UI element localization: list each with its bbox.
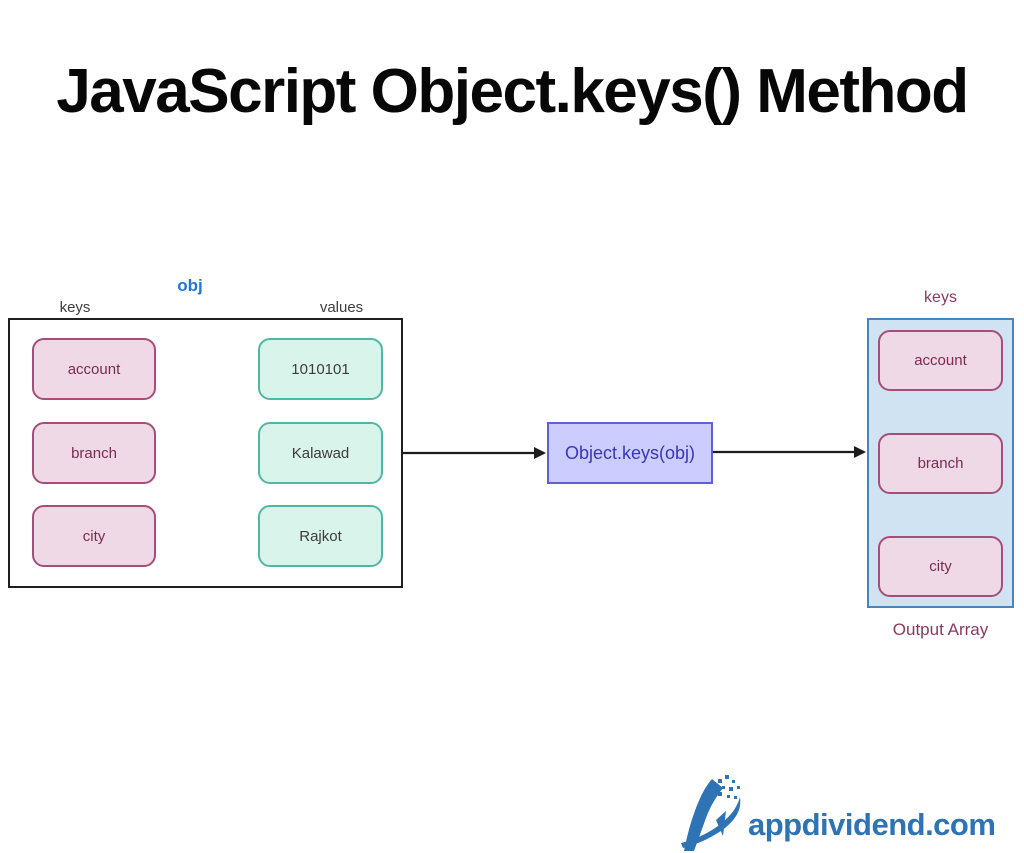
key-box-account: account: [32, 338, 156, 400]
value-box-account: 1010101: [258, 338, 383, 400]
values-column-label: values: [319, 299, 364, 316]
key-box-branch: branch: [32, 422, 156, 484]
value-box-city: Rajkot: [258, 505, 383, 567]
output-keys-label: keys: [924, 289, 957, 306]
brand-watermark: appdividend.com: [680, 774, 996, 853]
page-title: JavaScript Object.keys() Method: [56, 57, 969, 126]
brand-site-text: appdividend.com: [748, 806, 996, 842]
output-box-branch: branch: [878, 433, 1003, 494]
appdividend-logo-icon: [681, 775, 741, 851]
output-box-city: city: [878, 536, 1003, 597]
output-array-caption: Output Array: [892, 620, 989, 639]
value-box-branch: Kalawad: [258, 422, 383, 484]
key-box-city: city: [32, 505, 156, 567]
obj-label: obj: [177, 276, 203, 295]
output-box-account: account: [878, 330, 1003, 391]
method-box: Object.keys(obj): [547, 422, 713, 484]
keys-column-label: keys: [59, 299, 91, 316]
